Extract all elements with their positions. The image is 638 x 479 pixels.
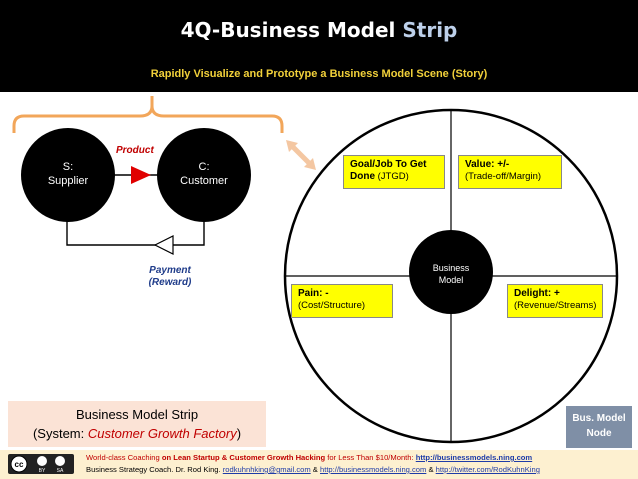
delight-box: Delight: + (Revenue/Streams) <box>507 284 603 318</box>
delight-detail: (Revenue/Streams) <box>514 300 597 311</box>
double-arrow-icon <box>286 140 316 170</box>
title-accent: Strip <box>402 18 458 42</box>
value-box: Value: +/- (Trade-off/Margin) <box>458 155 562 189</box>
page-subtitle: Rapidly Visualize and Prototype a Busine… <box>150 68 488 80</box>
business-model-circle <box>409 230 493 314</box>
payment-connector <box>66 200 205 246</box>
footer-email-link[interactable]: rodkuhnhking@gmail.com <box>222 465 311 474</box>
footer-amp2: & <box>426 465 436 474</box>
business-model-label: Business Model <box>411 262 491 286</box>
product-label: Product <box>116 145 154 156</box>
cc-text: cc <box>15 460 24 469</box>
value-title: Value: +/- <box>465 159 510 170</box>
delight-title: Delight: + <box>514 288 560 299</box>
title-main: 4Q-Business Model <box>180 18 396 42</box>
strip-prefix: (System: <box>32 426 85 441</box>
strip-suffix: ) <box>236 426 242 441</box>
strip-emphasis: Customer Growth Factory <box>87 426 237 441</box>
header-bar <box>0 0 638 92</box>
pain-title: Pain: - <box>298 288 329 299</box>
footer-line1-c: for Less Than $10/Month: <box>325 453 416 462</box>
customer-label-line1: C: <box>198 161 210 173</box>
customer-label: C: Customer <box>164 160 244 188</box>
footer-link-twitter[interactable]: http://twitter.com/RodKuhnKing <box>435 465 540 474</box>
by-text: BY <box>39 468 46 474</box>
goal-title-line2: Done <box>350 171 375 182</box>
payment-label-line2: (Reward) <box>148 277 192 288</box>
footer-line2: Business Strategy Coach. Dr. Rod King. r… <box>86 465 540 474</box>
footer-line1-a: World-class Coaching <box>86 453 162 462</box>
pain-box: Pain: - (Cost/Structure) <box>291 284 393 318</box>
supplier-label-line2: Supplier <box>47 175 89 187</box>
supplier-circle <box>21 128 115 222</box>
footer-amp1: & <box>310 465 320 474</box>
sa-text: SA <box>57 468 64 474</box>
business-model-line2: Model <box>438 275 464 285</box>
customer-circle <box>157 128 251 222</box>
footer-link-businessmodels[interactable]: http://businessmodels.ning.com <box>415 453 533 462</box>
supplier-label-line1: S: <box>62 161 74 173</box>
payment-arrow-icon <box>153 235 174 255</box>
footer-line1: World-class Coaching on Lean Startup & C… <box>86 453 532 462</box>
page-title: 4Q-Business Model Strip <box>0 18 638 42</box>
pain-detail: (Cost/Structure) <box>298 300 366 311</box>
supplier-label: S: Supplier <box>28 160 108 188</box>
strip-title: Business Model Strip <box>75 407 199 422</box>
strip-system: (System: Customer Growth Factory) <box>8 424 266 443</box>
footer-link-ning[interactable]: http://businessmodels.ning.com <box>319 465 427 474</box>
payment-label-line1: Payment <box>149 265 191 276</box>
goal-suffix: (JTGD) <box>377 171 409 182</box>
bus-model-node-box: Bus. Model Node <box>566 406 632 448</box>
customer-label-line2: Customer <box>180 175 228 187</box>
cc-badge-icon: cc BY SA <box>10 455 65 474</box>
footer-bar <box>0 450 638 479</box>
payment-label: Payment (Reward) <box>140 265 200 289</box>
bracket-shape <box>12 96 284 133</box>
business-model-strip-box: Business Model Strip (System: Customer G… <box>8 401 266 447</box>
cc-license-badge[interactable]: cc BY SA <box>8 454 74 474</box>
goal-box: Goal/Job To Get Done (JTGD) <box>343 155 445 189</box>
footer-line1-b: on Lean Startup & Customer Growth Hackin… <box>161 453 326 462</box>
product-arrow-icon <box>131 166 151 184</box>
node-line2: Node <box>586 428 612 439</box>
value-detail: (Trade-off/Margin) <box>465 171 542 182</box>
footer-line2-a: Business Strategy Coach. Dr. Rod King. <box>86 465 223 474</box>
business-model-line1: Business <box>432 263 470 273</box>
node-line1: Bus. Model <box>572 413 626 424</box>
goal-title-line1: Goal/Job To Get <box>350 159 427 170</box>
